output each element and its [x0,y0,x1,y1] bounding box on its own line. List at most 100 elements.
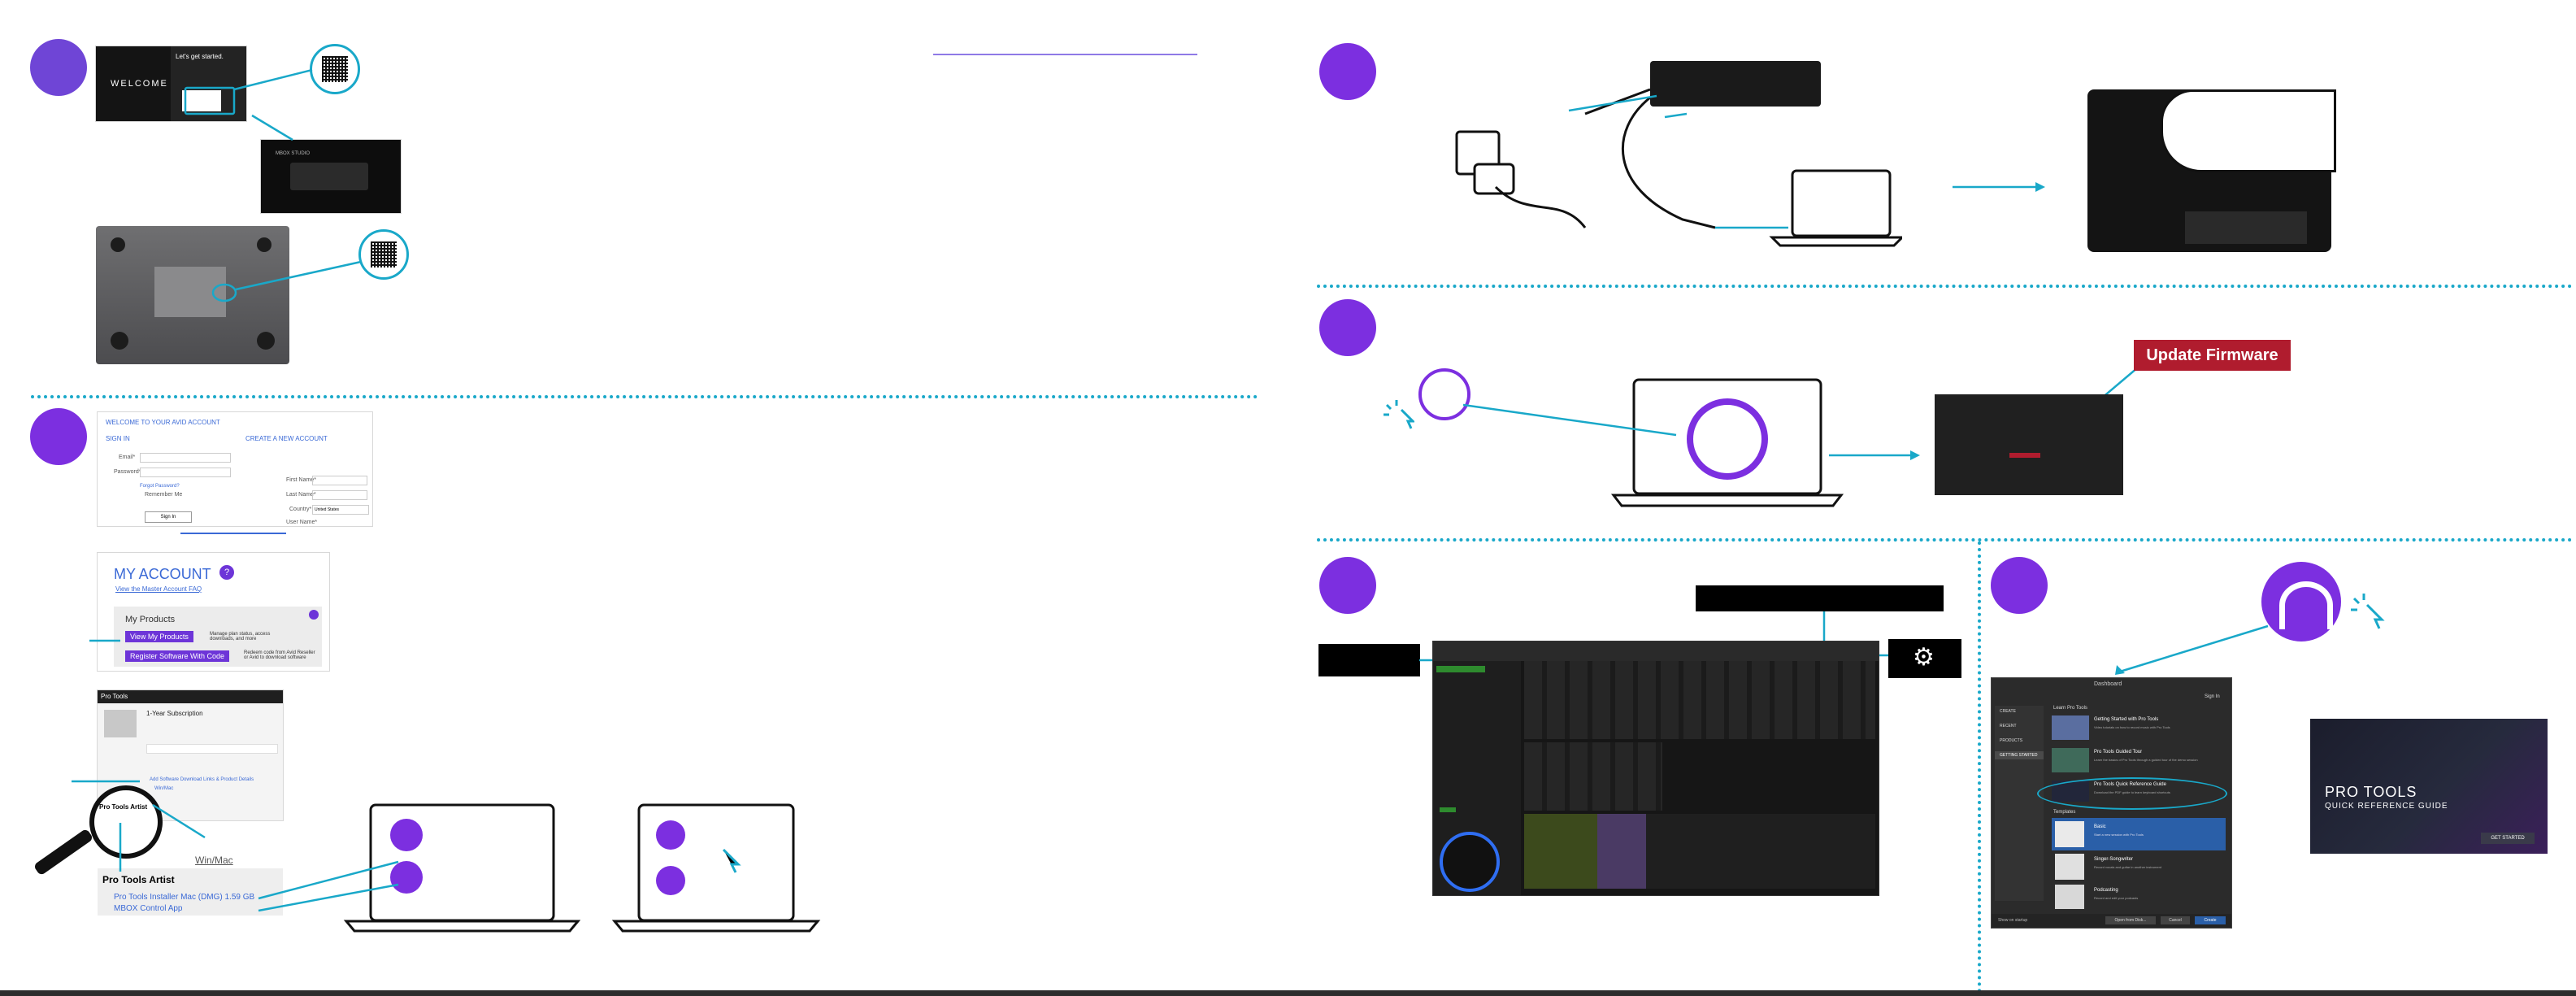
callout-left [1318,644,1420,676]
country-label: Country* [289,507,312,512]
view-products-button[interactable]: View My Products [125,631,193,642]
country-select[interactable]: United States [312,505,369,515]
remember-me-label[interactable]: Remember Me [145,492,183,498]
firmware-dialog-button[interactable] [2009,453,2040,458]
divider-right-middle [1317,538,2573,541]
dashboard-sign-in[interactable]: Sign In [2205,694,2220,699]
mbox-underside-image [96,226,289,364]
forgot-password-link[interactable]: Forgot Password? [140,484,180,489]
step-circle-1 [30,39,87,96]
magnifier-lens: Pro Tools Artist [89,785,163,859]
pro-tools-app-icon[interactable] [2261,562,2341,642]
mixer-channels-middle [1524,742,1662,811]
last-name-label: Last Name* [286,492,316,498]
account-underline [180,533,286,534]
top-rule-purple [933,54,1197,55]
laptop-installs [343,803,581,933]
magnifier-title: Pro Tools Artist [99,803,148,811]
settings-callout[interactable]: ⚙ [1888,639,1961,678]
dashboard-window: Dashboard Sign In CREATE RECENT PRODUCTS… [1991,677,2232,929]
mbox-device-image [290,163,368,190]
click-icon [1384,400,1414,429]
step-circle-2 [30,408,87,465]
email-field[interactable] [140,453,231,463]
mixer-app-window [1432,641,1879,896]
products-help-icon[interactable] [309,610,319,620]
templates-heading: Templates [2053,810,2076,815]
laptop-launch [611,803,821,933]
template-singer-songwriter[interactable]: Singer-Songwriter Record vocals and guit… [2052,852,2226,881]
power-setup-illustration [1455,61,1902,247]
dashboard-title: Dashboard [2094,681,2122,687]
welcome-qr-card [182,90,221,111]
register-desc: Redeem code from Avid Reseller or Avid t… [244,650,315,660]
mbox-app-icon[interactable] [1418,368,1470,420]
download-links-link[interactable]: Add Software Download Links & Product De… [150,777,254,782]
learn-item-2[interactable]: Pro Tools Guided Tour Learn the basics o… [2052,746,2226,776]
create-button[interactable]: Create [2195,916,2226,924]
sidebar-item-products[interactable]: PRODUCTS [2000,738,2023,743]
mixer-knob[interactable] [1440,832,1500,892]
step-circle-5 [1319,557,1376,614]
sidebar-item-create[interactable]: CREATE [2000,709,2016,714]
learn-thumb-2 [2052,748,2089,772]
mbox-control-link[interactable]: MBOX Control App [114,904,183,913]
divider-right-top [1317,285,2573,288]
quick-ref-highlight [2037,777,2227,810]
bottom-rule [0,990,2576,996]
mbox-studio-card: MBOX STUDIO [261,140,401,213]
sidebar-item-recent[interactable]: RECENT [2000,724,2017,729]
open-from-disk-button[interactable]: Open from Disk... [2105,916,2156,924]
bundle-title: Pro Tools Artist [102,874,175,885]
sign-in-button[interactable]: Sign In [145,511,192,523]
update-firmware-button[interactable]: Update Firmware [2134,340,2291,371]
faq-link[interactable]: View the Master Account FAQ [115,585,202,593]
avid-account-page: WELCOME TO YOUR AVID ACCOUNT SIGN IN CRE… [98,412,372,526]
template-podcasting[interactable]: Podcasting Record and edit your podcasts [2052,883,2226,911]
last-name-field[interactable] [312,490,367,500]
first-name-field[interactable] [312,476,367,485]
win-mac-heading: Win/Mac [195,855,233,866]
step2-connectors [72,639,399,912]
register-software-button[interactable]: Register Software With Code [125,650,230,662]
callout-top [1696,585,1944,611]
win-mac-label: Win/Mac [154,786,174,791]
product-box-image [104,710,137,737]
sign-in-heading: SIGN IN [106,435,130,442]
mbox-studio-title: MBOX STUDIO [276,151,311,156]
product-header: Pro Tools [101,693,128,700]
firmware-dialog [1935,394,2123,495]
account-heading: WELCOME TO YOUR AVID ACCOUNT [106,419,220,426]
step-circle-4 [1319,299,1376,356]
create-account-heading: CREATE A NEW ACCOUNT [245,435,328,442]
subscription-text: 1-Year Subscription [146,710,203,717]
welcome-text: WELCOME [111,79,168,89]
get-started-button[interactable]: GET STARTED [2481,833,2535,844]
password-field[interactable] [140,468,231,477]
show-on-startup[interactable]: Show on startup [1998,918,2028,923]
click-icon-2 [2351,594,2385,629]
qr-code-icon-2 [358,229,409,280]
installer-link[interactable]: Pro Tools Installer Mac (DMG) 1.59 GB [114,893,255,902]
mixer-sidebar [1433,661,1521,895]
learn-item-1[interactable]: Getting Started with Pro Tools Video tut… [2052,714,2226,743]
my-account-panel: MY ACCOUNT ? View the Master Account FAQ… [98,553,329,671]
learn-thumb-1 [2052,715,2089,740]
user-name-label: User Name* [286,520,318,525]
power-button-photo [2087,89,2336,252]
divider-right-vertical [1978,541,1981,993]
view-products-desc: Manage plan status, access downloads, an… [210,632,271,642]
first-name-label: First Name* [286,477,316,483]
my-products-box: My Products View My Products Manage plan… [114,607,322,667]
step-circle-3 [1319,43,1376,100]
help-icon[interactable]: ? [219,565,234,580]
quick-ref-title-2: QUICK REFERENCE GUIDE [2325,802,2448,811]
divider-left [31,395,1258,398]
sidebar-item-getting-started[interactable]: GETTING STARTED [2000,753,2038,758]
hand-illustration [2161,89,2336,172]
qr-code-icon [310,44,360,94]
template-basic[interactable]: Basic Start a new session with Pro Tools [2052,818,2226,850]
quick-reference-guide-cover: PRO TOOLS QUICK REFERENCE GUIDE GET STAR… [2310,719,2548,854]
cancel-button[interactable]: Cancel [2161,916,2190,924]
step1-connectors [184,68,362,302]
